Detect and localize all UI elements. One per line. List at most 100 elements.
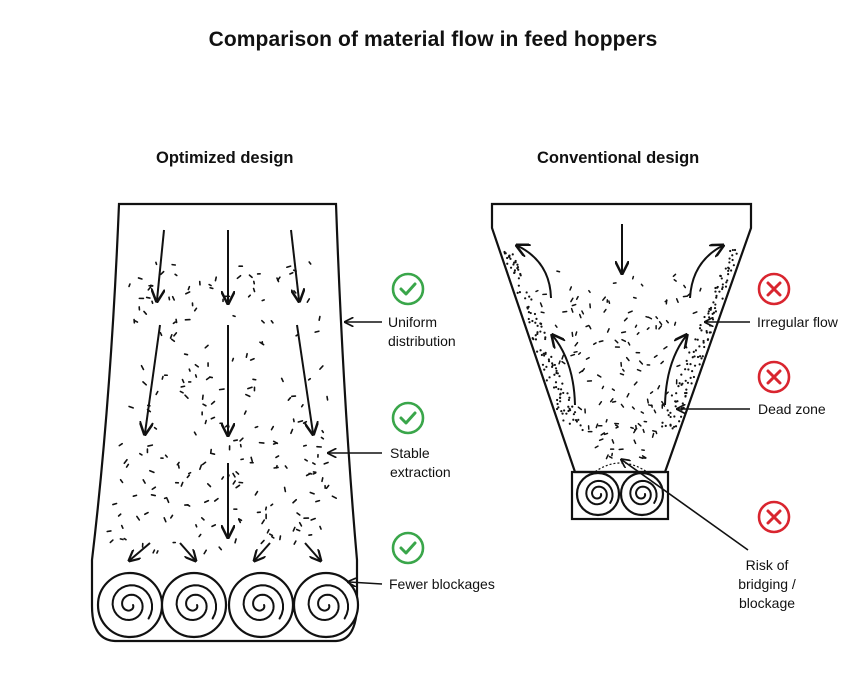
particle [275, 455, 280, 459]
particle [553, 363, 556, 367]
label-fewer-blockages: Fewer blockages [389, 575, 495, 594]
particle [559, 400, 562, 403]
particle [655, 316, 659, 320]
particle [665, 319, 670, 324]
flow-arrow [304, 542, 320, 560]
particle [574, 419, 578, 422]
particle [133, 319, 139, 323]
particle [143, 310, 148, 315]
particle [692, 375, 696, 379]
particle [261, 319, 265, 324]
particle [731, 258, 734, 262]
particle [646, 327, 650, 331]
particle [534, 334, 537, 337]
particle [642, 428, 645, 434]
particle [728, 257, 731, 260]
particle [243, 410, 247, 415]
particle [202, 403, 207, 407]
particle [669, 423, 672, 426]
particle [254, 425, 259, 429]
particle [608, 300, 611, 304]
optimized-flow-arrows [130, 229, 320, 560]
particle [554, 381, 558, 384]
particle [691, 370, 694, 373]
optimized-heading: Optimized design [156, 149, 294, 167]
particle [627, 310, 633, 314]
particle [661, 400, 665, 405]
particle [581, 428, 584, 432]
particle [295, 528, 301, 532]
screw-roller [292, 571, 360, 639]
particle [673, 278, 677, 282]
particle [680, 383, 683, 386]
particle [595, 423, 599, 429]
particle [566, 392, 569, 395]
particle [714, 310, 718, 313]
particle [304, 458, 309, 462]
particle [631, 275, 635, 280]
particle [561, 354, 565, 360]
particle [326, 395, 329, 401]
particle [725, 281, 728, 284]
particle [728, 261, 731, 264]
particle [125, 463, 130, 468]
particle [544, 337, 547, 341]
particle [653, 354, 658, 358]
particle [679, 415, 683, 418]
particle [544, 351, 547, 354]
particle [204, 419, 208, 425]
particle [575, 295, 579, 300]
particle [235, 484, 241, 489]
particle [572, 418, 575, 421]
particle [533, 312, 537, 316]
particle [319, 365, 324, 370]
particle [572, 413, 575, 416]
particle [634, 324, 638, 328]
curved-flow-arrow [689, 246, 722, 299]
particle [674, 405, 677, 408]
label-line: extraction [390, 464, 451, 480]
particle [558, 375, 561, 378]
particle [142, 479, 146, 484]
particle [658, 321, 663, 326]
particle [568, 422, 571, 425]
particle [119, 478, 124, 484]
particle [213, 497, 219, 502]
particle [667, 413, 670, 417]
particle [732, 264, 735, 267]
particle [698, 363, 701, 366]
particle [300, 403, 304, 408]
flow-arrow [290, 229, 299, 300]
flow-arrow [157, 229, 164, 300]
cross-circle-icon [757, 500, 791, 534]
particle [553, 373, 556, 376]
particle [621, 338, 627, 343]
particle [239, 437, 244, 442]
particle [633, 429, 637, 434]
particle [132, 494, 138, 497]
particle [187, 471, 192, 475]
particle [201, 461, 207, 466]
particle [280, 377, 284, 383]
particle [261, 299, 265, 302]
particle [700, 329, 703, 332]
particle [513, 269, 517, 272]
particle [674, 425, 678, 428]
particle [569, 286, 573, 291]
screw-roller [160, 571, 228, 639]
particle [160, 270, 165, 276]
particle [579, 424, 582, 427]
particle [716, 285, 719, 289]
particle [570, 307, 574, 313]
particle [694, 338, 697, 341]
particle [151, 486, 157, 491]
particle [232, 314, 236, 318]
particle [609, 398, 614, 403]
particle [698, 345, 701, 348]
particle [236, 274, 242, 280]
particle [677, 385, 680, 388]
particle [200, 517, 205, 521]
particle [637, 422, 642, 427]
particle [699, 323, 702, 327]
particle [600, 432, 606, 436]
